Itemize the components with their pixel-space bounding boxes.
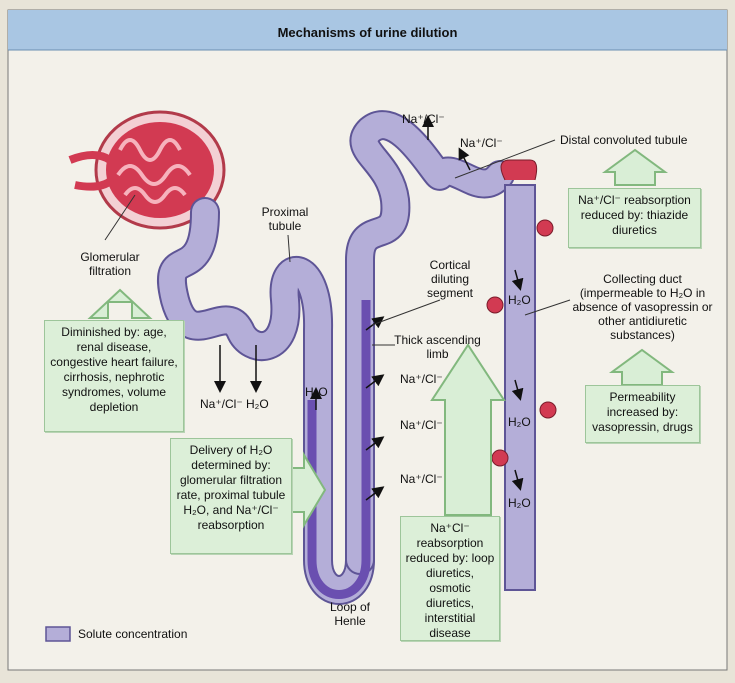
label-glomerular-filtration: Glomerular filtration (80, 250, 140, 278)
label-cortical-diluting-segment: Cortical diluting segment (426, 258, 474, 300)
title-bar (8, 10, 727, 50)
flux-label-nacl: Na⁺/Cl⁻ (400, 418, 443, 432)
flux-label-nacl: Na⁺/Cl⁻ (402, 112, 445, 126)
legend-label: Solute concentration (78, 627, 188, 641)
label-thick-ascending-limb: Thick ascending limb (394, 333, 481, 361)
flux-label-h2o: H₂O (305, 385, 328, 399)
legend-swatch (45, 626, 71, 642)
box-delivery: Delivery of H₂O determined by: glomerula… (170, 438, 292, 554)
glomerulus-icon (68, 110, 226, 230)
flux-label-h2o: H₂O (508, 415, 531, 429)
box-permeability: Permeability increased by: vasopressin, … (585, 385, 700, 443)
label-loop-of-henle: Loop of Henle (329, 600, 371, 628)
box-thiazide: Na⁺/Cl⁻ reabsorption reduced by: thiazid… (568, 188, 701, 248)
diagram-title: Mechanisms of urine dilution (277, 25, 458, 40)
block-arrows (87, 148, 676, 529)
flux-label-h2o: H₂O (246, 397, 269, 411)
label-proximal-tubule: Proximal tubule (261, 205, 309, 233)
solute-gradient-strip (307, 300, 371, 599)
flux-label-h2o: H₂O (508, 496, 531, 510)
flux-label-nacl: Na⁺/Cl⁻ (400, 372, 443, 386)
proximal-tubule (158, 199, 373, 603)
box-loop-reabsorption: Na⁺Cl⁻ reabsorption reduced by: loop diu… (400, 516, 500, 641)
flux-label-nacl: Na⁺/Cl⁻ (400, 472, 443, 486)
flux-label-nacl: Na⁺/Cl⁻ (200, 397, 243, 411)
leader-lines (104, 139, 571, 346)
label-collecting-duct: Collecting duct (impermeable to H₂O in a… (572, 272, 713, 342)
flux-label-h2o: H₂O (508, 293, 531, 307)
flux-label-nacl: Na⁺/Cl⁻ (460, 136, 503, 150)
ascending-limb (347, 112, 513, 573)
label-distal-convoluted-tubule: Distal convoluted tubule (560, 133, 688, 147)
collecting-duct (486, 159, 557, 591)
box-diminished: Diminished by: age, renal disease, conge… (44, 320, 184, 432)
